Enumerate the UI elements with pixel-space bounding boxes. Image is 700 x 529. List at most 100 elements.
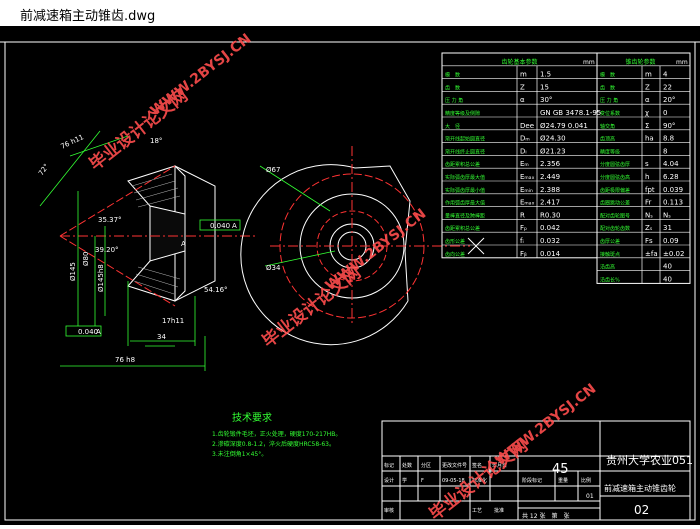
row-label-3: 分区 xyxy=(421,462,431,469)
row-label-4: 更改文件号 xyxy=(442,462,467,469)
params_left-row-13-name: 齿距累积总公差 xyxy=(445,225,480,232)
params_right-row-2-name: 齿 数 xyxy=(600,84,615,91)
params_left-header: 齿轮基本参数 xyxy=(502,58,538,66)
params_left-row-11-symbol: Eₘₐₓ xyxy=(520,199,535,207)
face-dim-labels: Ø67 Ø34 xyxy=(266,166,281,272)
params_right-row-2-symbol: Z xyxy=(645,83,650,91)
params_left-row-8-name: 齿距累积总公差 xyxy=(445,161,480,168)
row2-3: F xyxy=(421,478,424,484)
params_right-row-16-name: 沿齿高 xyxy=(600,264,615,271)
params_left-row-5-symbol: Dee xyxy=(520,122,534,130)
params_left-row-12-name: 量棒直径及跨棒距 xyxy=(445,212,485,219)
params_right-row-5-value: 90° xyxy=(663,122,675,130)
title-bar: 前减速箱主动锥齿.dwg xyxy=(0,0,700,26)
row-label-1: 标记 xyxy=(384,462,394,469)
title-block-part-name: 前减速箱主动锥齿轮 xyxy=(604,483,676,493)
row-label-5: 签名 xyxy=(472,462,482,469)
params_left-row-13-symbol: Fₚ xyxy=(520,224,527,232)
params_left-row-5-name: 大 径 xyxy=(445,123,460,130)
row-label-6: 年月日 xyxy=(492,462,507,469)
title-block-school: 贵州大学农业051 xyxy=(606,453,693,467)
tol-datum-1: A xyxy=(96,328,101,336)
params_left-row-14-symbol: fᵢ xyxy=(520,237,524,245)
params_right-row-8-symbol: s xyxy=(645,160,649,168)
title-block-scale: 45 xyxy=(552,462,569,477)
params_right-row-13-value: 31 xyxy=(663,224,672,232)
params_right-row-6-name: 齿顶高 xyxy=(600,136,615,143)
dim-d10: Ø34 xyxy=(266,264,281,272)
params_right-row-13-name: 配对齿轮齿数 xyxy=(600,225,630,232)
params_left-row-6-name: 渐开线起始圆直径 xyxy=(445,136,485,143)
params_right-row-10-name: 齿距极限偏差 xyxy=(600,187,630,194)
params_right-row-14-symbol: Fs xyxy=(645,237,653,245)
params_right-row-15-name: 接触斑点 xyxy=(600,251,620,258)
row2-1: 设计 xyxy=(384,477,394,484)
params_right-row-10-symbol: fpt xyxy=(645,186,655,194)
params_left-row-2-value: 15 xyxy=(540,83,549,91)
params_left-row-4-name: 精度等级及侧隙 xyxy=(445,110,480,117)
params_right-row-2-value: 22 xyxy=(663,83,672,91)
params_left-row-5-value: Ø24.79 0.041 xyxy=(540,122,588,130)
watermark-url-1: WWW.2BYSJ.CN xyxy=(148,31,255,119)
dim-d12: 76 h8 xyxy=(115,356,135,364)
params_left-row-11-value: 2.417 xyxy=(540,199,560,207)
params_right-row-3-value: 20° xyxy=(663,96,675,104)
drawing-canvas[interactable]: 76 h11 72° 18° 35.37° 39.20° Ø80 Ø145 Ø1… xyxy=(0,26,700,525)
params_right-row-8-value: 4.04 xyxy=(663,160,679,168)
window-title: 前减速箱主动锥齿.dwg xyxy=(20,9,156,24)
row3-1: 审核 xyxy=(384,507,394,514)
params_right-row-7-value: 8 xyxy=(663,147,667,155)
params_left-row-15-name: 齿向公差 xyxy=(445,251,465,258)
params_left-row-13-value: 0.042 xyxy=(540,224,560,232)
technical-requirements: 技术要求 1.齿轮锻件毛坯，正火处理，硬度170-217HB。 2.渗碳深度0.… xyxy=(212,411,341,458)
tol-datum-2: A xyxy=(232,222,237,230)
params_right-row-5-name: 轴交角 xyxy=(600,123,615,130)
params_left-row-7-symbol: Dᵢ xyxy=(520,147,527,155)
params_right-row-15-symbol: ±fa xyxy=(645,250,658,258)
params_right-row-8-name: 分度圆弦齿厚 xyxy=(600,161,630,168)
params_left-row-10-symbol: Eₘᵢₙ xyxy=(520,186,533,194)
dim-d8: Ø145h8 xyxy=(97,264,105,292)
params_left-row-15-value: 0.014 xyxy=(540,250,561,258)
params_left-row-9-symbol: Eₘₐₓ xyxy=(520,173,535,181)
title-block-text: 45 贵州大学农业051 前减速箱主动锥齿轮 02 共 12 张 第 张 01 … xyxy=(384,453,693,520)
params_right-header: 锥齿轮参数 xyxy=(626,58,656,66)
title-block-sheet: 02 xyxy=(634,503,649,517)
tech-line-1: 1.齿轮锻件毛坯，正火处理，硬度170-217HB。 xyxy=(212,430,341,438)
params_left-row-3-symbol: α xyxy=(520,96,525,104)
row2-5: 标准化 xyxy=(472,477,487,484)
params_left-row-10-value: 2.388 xyxy=(540,186,560,194)
params_right-row-16-value: 40 xyxy=(663,263,672,271)
params_left-row-1-symbol: m xyxy=(520,71,527,79)
params_left-unit: mm xyxy=(583,59,595,66)
gear-section-view xyxy=(59,165,255,307)
dim-d11: 34 xyxy=(157,333,166,341)
params_right-row-3-symbol: α xyxy=(645,96,650,104)
params_right-row-1-name: 模 数 xyxy=(600,72,615,79)
tol-datum-3: A xyxy=(181,240,186,248)
params_right-row-15-value: ±0.02 xyxy=(663,250,684,258)
params_left-row-1-name: 模 数 xyxy=(445,72,460,79)
dim-d1: 76 h11 xyxy=(59,133,85,151)
dim-d2: 72° xyxy=(37,162,51,177)
row3-5: 批准 xyxy=(494,507,504,514)
params_left-row-7-value: Ø21.23 xyxy=(540,147,566,155)
params_left-row-15-symbol: Fᵦ xyxy=(520,250,527,258)
dim-d9: Ø67 xyxy=(266,166,280,174)
params_left-row-8-symbol: Eₘ xyxy=(520,160,529,168)
watermark-overlay: 毕业设计论文网 WWW.2BYSJ.CN 毕业设计论文网 WWW.2BYSJ.C… xyxy=(85,31,599,525)
tech-line-2: 2.渗碳深度0.8-1.2，淬火后硬度HRC58-63。 xyxy=(212,440,335,448)
dim-d7: Ø145 xyxy=(69,262,77,281)
params_left-row-2-symbol: Z xyxy=(520,83,525,91)
dim-d6: Ø80 xyxy=(82,252,90,266)
params_right-row-11-symbol: Fr xyxy=(645,199,652,207)
params_left-row-10-name: 实际弧齿厚最小值 xyxy=(445,187,485,194)
params_right-row-4-value: 0 xyxy=(663,109,667,117)
params_right-row-14-name: 齿厚公差 xyxy=(600,238,620,245)
params_right-row-17-value: 40 xyxy=(663,275,672,283)
gear-face-view xyxy=(240,146,485,346)
params_left-row-9-value: 2.449 xyxy=(540,173,560,181)
params_right-row-3-name: 压 力 角 xyxy=(600,97,618,104)
params_left-row-9-name: 实际弧齿厚最大值 xyxy=(445,174,485,181)
